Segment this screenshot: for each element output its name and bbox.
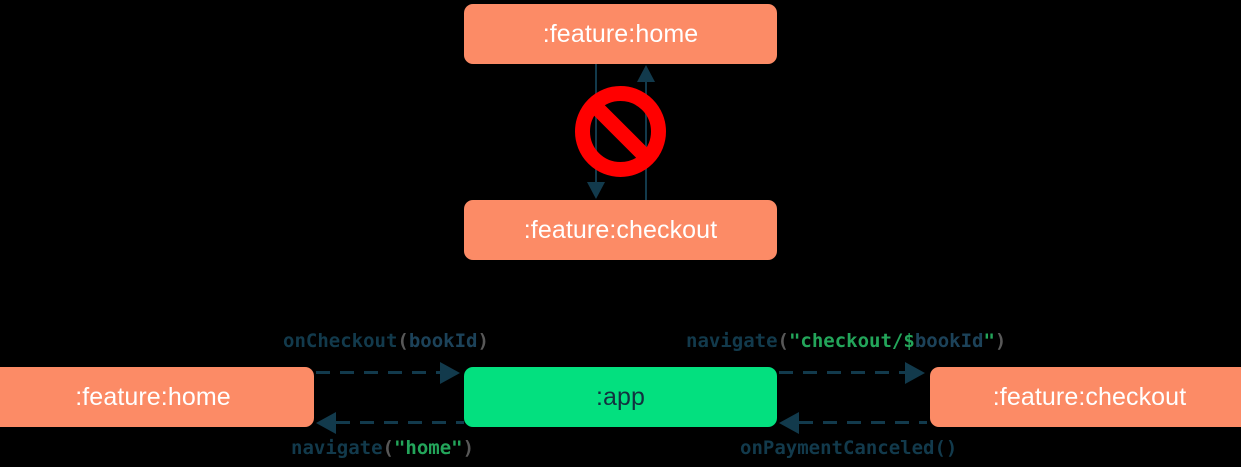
edge-home-to-app-line — [316, 371, 444, 374]
label-on-checkout-arg: bookId — [408, 330, 478, 352]
node-feature-home-top[interactable]: :feature:home — [464, 4, 777, 64]
label-on-checkout-fn: onCheckout — [283, 330, 398, 352]
edge-checkout-to-app-line — [799, 421, 927, 424]
label-navigate-checkout-string-prefix: "checkout/$ — [788, 330, 915, 352]
edge-home-to-checkout-line — [595, 64, 597, 184]
label-navigate-checkout: navigate("checkout/$bookId") — [686, 330, 1006, 352]
label-navigate-home-open-paren: ( — [382, 437, 394, 459]
label-on-payment-canceled-fn: onPaymentCanceled() — [740, 437, 958, 459]
label-on-checkout: onCheckout(bookId) — [283, 330, 489, 352]
edge-checkout-to-home-line — [645, 82, 647, 200]
edge-app-to-home-line — [336, 421, 464, 424]
label-navigate-checkout-arg: bookId — [914, 330, 984, 352]
node-app[interactable]: :app — [464, 367, 777, 427]
edge-app-to-home-arrowhead — [316, 412, 336, 434]
edge-home-to-checkout-arrowhead — [587, 182, 605, 199]
edge-checkout-to-home-arrowhead — [637, 65, 655, 82]
label-navigate-home-close-paren: ) — [462, 437, 475, 459]
label-navigate-home: navigate("home") — [291, 437, 474, 459]
edge-app-to-checkout-line — [779, 371, 907, 374]
label-navigate-home-string: "home" — [393, 437, 463, 459]
edge-checkout-to-app-arrowhead — [779, 412, 799, 434]
label-navigate-checkout-close-paren: ) — [994, 330, 1007, 352]
node-feature-checkout-top[interactable]: :feature:checkout — [464, 200, 777, 260]
label-on-checkout-open-paren: ( — [397, 330, 409, 352]
label-navigate-home-fn: navigate — [291, 437, 383, 459]
edge-home-to-app-arrowhead — [440, 362, 460, 384]
no-entry-icon — [575, 86, 666, 177]
edge-app-to-checkout-arrowhead — [905, 362, 925, 384]
label-navigate-checkout-open-paren: ( — [777, 330, 789, 352]
label-on-payment-canceled: onPaymentCanceled() — [740, 437, 957, 459]
label-navigate-checkout-string-suffix: " — [983, 330, 995, 352]
label-navigate-checkout-fn: navigate — [686, 330, 778, 352]
node-feature-checkout-bottom[interactable]: :feature:checkout — [930, 367, 1241, 427]
label-on-checkout-close-paren: ) — [477, 330, 489, 352]
node-feature-home-bottom[interactable]: :feature:home — [0, 367, 314, 427]
